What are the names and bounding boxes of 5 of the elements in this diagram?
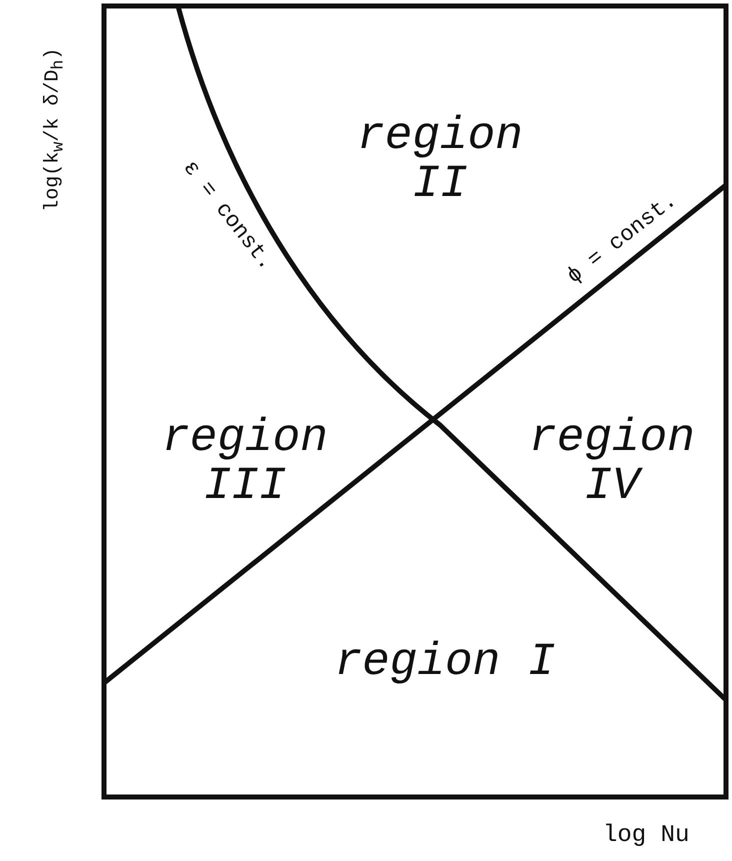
region-label: region I [334, 638, 556, 686]
region-label: region III [161, 414, 329, 510]
region-label: region IV [528, 414, 696, 510]
region-label: region II [356, 112, 524, 208]
axis-label: log Nu [603, 822, 690, 848]
